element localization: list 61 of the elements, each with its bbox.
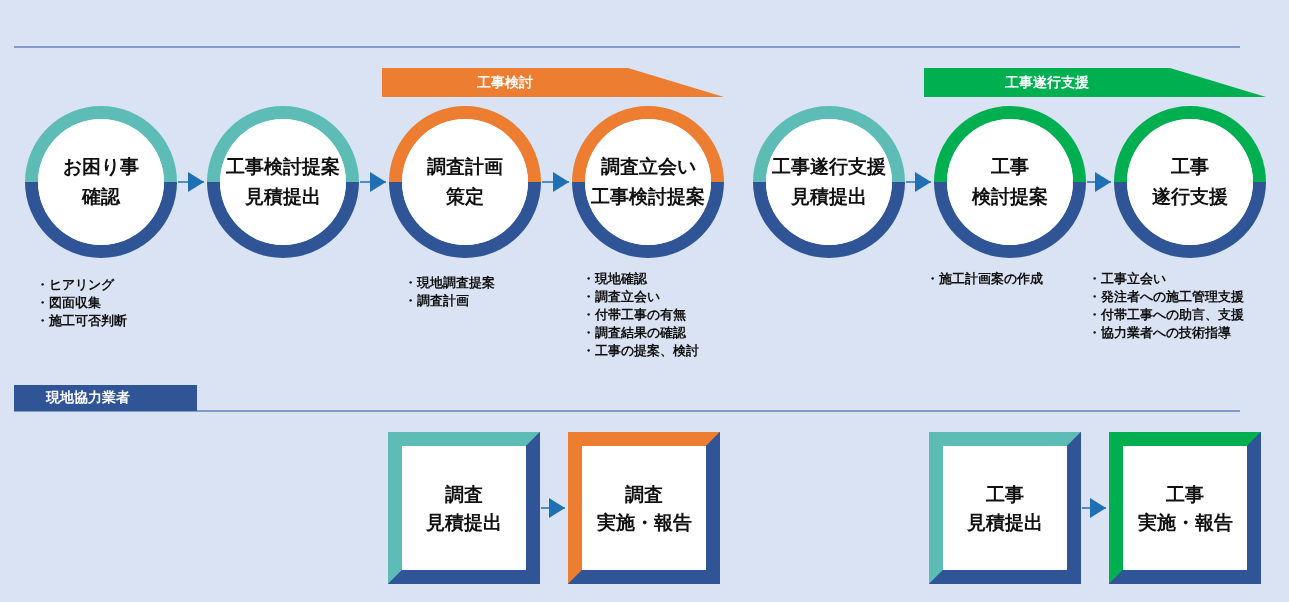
bullet-item: ・ヒアリング xyxy=(36,276,114,294)
bullet-item: ・調査結果の確認 xyxy=(582,324,686,342)
step-label: 工事 xyxy=(1165,482,1205,507)
step-label: 調査計画 xyxy=(426,154,504,179)
process-circle xyxy=(934,106,1086,258)
process-circle xyxy=(25,106,177,258)
phase-banner xyxy=(924,68,1266,97)
step-label: 実施・報告 xyxy=(595,510,693,535)
bullet-item: ・付帯工事への助言、支援 xyxy=(1088,306,1244,324)
flow-arrow xyxy=(359,172,387,192)
step-label: 工事検討提案 xyxy=(590,184,706,209)
step-label: 見積提出 xyxy=(244,184,322,209)
step-label: 調査 xyxy=(624,482,664,507)
step-label: お困り事 xyxy=(62,154,140,179)
flow-arrow xyxy=(541,172,570,192)
flow-arrow xyxy=(1081,498,1107,518)
flow-arrow xyxy=(540,498,566,518)
flow-arrow xyxy=(905,172,932,192)
bullet-item: ・工事立会い xyxy=(1088,270,1166,288)
bullet-item: ・現地調査提案 xyxy=(404,274,495,292)
process-circle xyxy=(1114,106,1266,258)
step-label: 実施・報告 xyxy=(1136,510,1234,535)
bullet-item: ・施工計画案の作成 xyxy=(926,270,1043,288)
bullet-item: ・図面収集 xyxy=(36,294,101,312)
bullet-item: ・調査立会い xyxy=(582,288,660,306)
step-label: 検討提案 xyxy=(970,184,1049,209)
flow-arrow xyxy=(1086,172,1112,192)
step-label: 見積提出 xyxy=(966,510,1044,535)
bullet-item: ・付帯工事の有無 xyxy=(582,306,686,324)
bullet-item: ・工事の提案、検討 xyxy=(582,342,699,360)
step-label: 策定 xyxy=(445,184,485,209)
step-label: 確認 xyxy=(80,184,122,209)
step-label: 遂行支援 xyxy=(1151,184,1229,209)
step-label: 見積提出 xyxy=(425,510,503,535)
process-circle xyxy=(207,106,359,258)
step-label: 工事検討提案 xyxy=(225,154,341,179)
step-label: 工事 xyxy=(985,482,1025,507)
step-label: 工事 xyxy=(1170,154,1210,179)
bullet-item: ・発注者への施工管理支援 xyxy=(1088,288,1244,306)
process-circle xyxy=(753,106,905,258)
bullet-item: ・協力業者への技術指導 xyxy=(1088,324,1231,342)
phase-banner xyxy=(382,68,724,97)
process-circle xyxy=(572,106,724,258)
section-tab xyxy=(14,385,197,411)
process-box xyxy=(1109,432,1261,584)
bullet-item: ・調査計画 xyxy=(404,292,469,310)
phase-label: 工事遂行支援 xyxy=(1004,74,1090,92)
process-box xyxy=(568,432,720,584)
flow-arrow xyxy=(177,172,205,192)
section-label: 現地協力業者 xyxy=(46,389,130,407)
process-box xyxy=(929,432,1081,584)
step-label: 工事 xyxy=(990,154,1030,179)
step-label: 見積提出 xyxy=(790,184,868,209)
process-box xyxy=(388,432,540,584)
step-label: 調査立会い xyxy=(599,154,697,179)
process-circle xyxy=(389,106,541,258)
bullet-item: ・施工可否判断 xyxy=(36,312,127,330)
step-label: 調査 xyxy=(444,482,484,507)
step-label: 工事遂行支援 xyxy=(771,154,887,179)
phase-label: 工事検討 xyxy=(476,74,534,92)
bullet-item: ・現地確認 xyxy=(582,270,647,288)
